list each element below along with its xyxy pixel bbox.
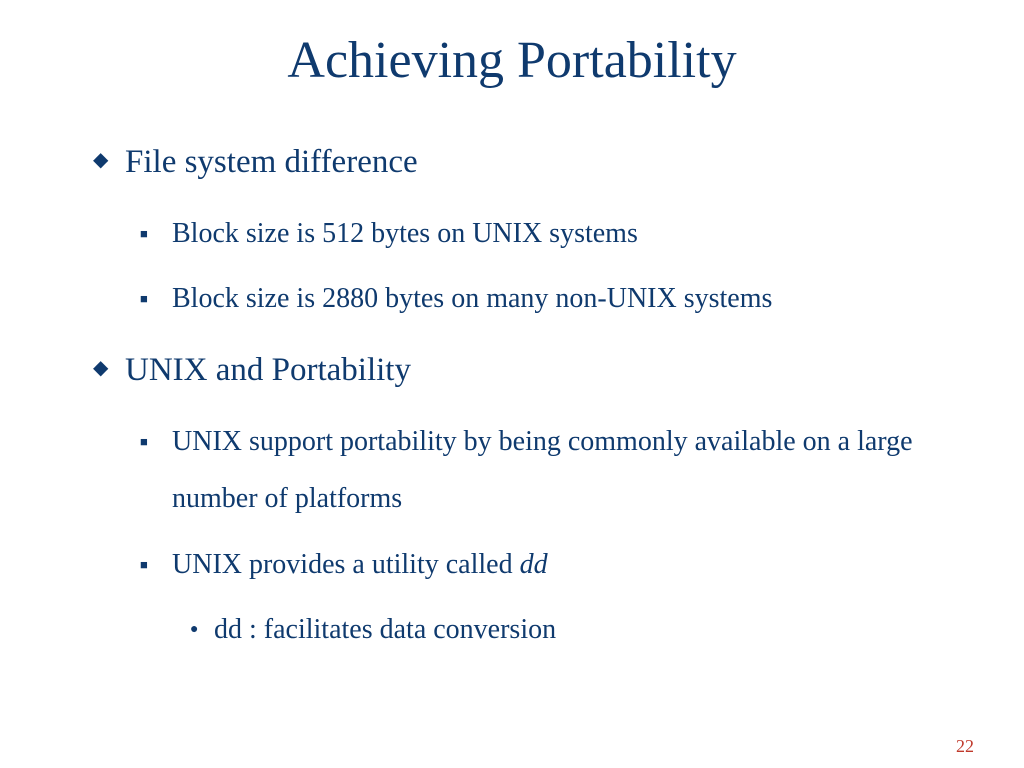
square-bullet-icon: ■ [140, 291, 148, 306]
diamond-bullet-icon: ◆ [93, 357, 109, 379]
bullet-text: UNIX support portability by being common… [172, 426, 913, 514]
square-bullet-icon: ■ [140, 226, 148, 241]
bullet-text: File system difference [125, 144, 418, 180]
bullet-text: dd : facilitates data conversion [214, 614, 557, 645]
bullet-text: Block size is 2880 bytes on many non-UNI… [172, 283, 773, 314]
bullet-text-with-emphasis: UNIX provides a utility called dd [172, 536, 962, 593]
bullet-text: UNIX and Portability [125, 352, 411, 388]
page-number: 22 [956, 736, 974, 756]
bullet-text: UNIX provides a utility called [172, 549, 520, 580]
bullet-emphasis: dd [519, 549, 548, 580]
bullet-text: Block size is 512 bytes on UNIX systems [172, 218, 638, 249]
diamond-bullet-icon: ◆ [93, 149, 109, 171]
dot-bullet-icon: ● [190, 622, 199, 637]
slide-title: Achieving Portability [287, 32, 737, 89]
square-bullet-icon: ■ [140, 557, 148, 572]
square-bullet-icon: ■ [140, 434, 148, 449]
